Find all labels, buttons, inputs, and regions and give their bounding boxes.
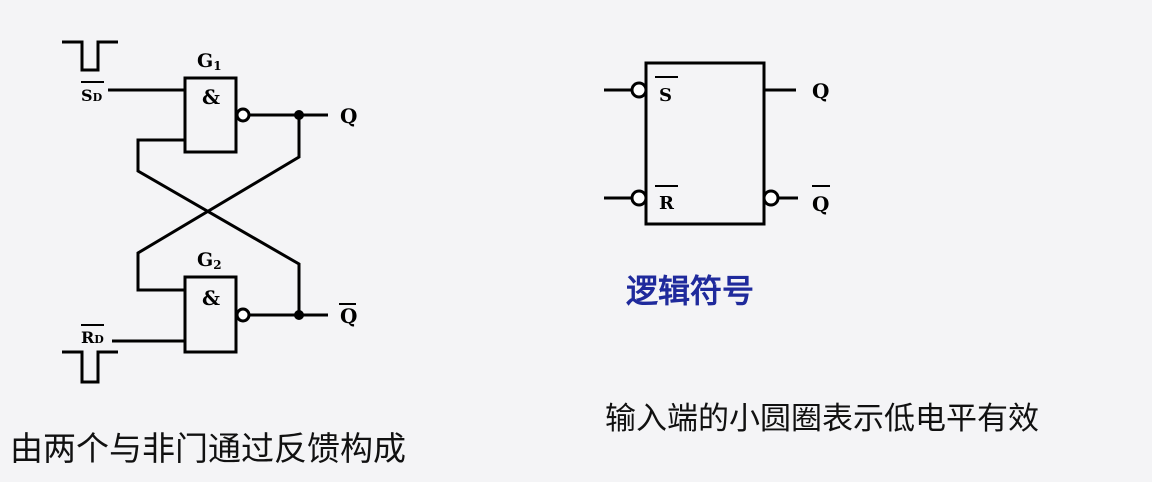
q-bar-output-label: Q (812, 192, 829, 216)
input-bubble-caption: 输入端的小圆圈表示低电平有效 (605, 401, 1039, 437)
s-input-bubble (630, 81, 648, 99)
sd-pulse-waveform (62, 40, 118, 72)
logic-symbol-box (644, 61, 766, 226)
logic-symbol-title: 逻辑符号 (626, 272, 755, 310)
gate-g2-symbol: & (202, 286, 220, 310)
gate-g1-symbol: & (202, 85, 220, 109)
q-output-label: Q (812, 79, 829, 103)
gate-g2-label: G2 (197, 249, 222, 272)
rd-input-label: RD (81, 328, 104, 347)
rd-pulse-waveform (62, 350, 118, 384)
gate-g1-label: G1 (197, 50, 222, 73)
q-junction-dot (294, 110, 304, 120)
q-output-label: Q (340, 104, 357, 128)
q-bar-output-label: Q (340, 304, 357, 328)
r-input-bubble (630, 189, 648, 207)
g1-output-bubble (235, 107, 251, 123)
q-bar-junction-dot (294, 310, 304, 320)
feedback-q-to-g2 (136, 115, 301, 292)
g2-output-bubble (235, 307, 251, 323)
r-input-label: R (659, 193, 675, 214)
q-bar-output-bubble (762, 189, 780, 207)
sd-input-label: SD (81, 86, 103, 105)
circuit-caption: 由两个与非门通过反馈构成 (10, 429, 406, 468)
feedback-qbar-to-g1 (136, 138, 301, 315)
s-input-label: S (659, 85, 672, 106)
